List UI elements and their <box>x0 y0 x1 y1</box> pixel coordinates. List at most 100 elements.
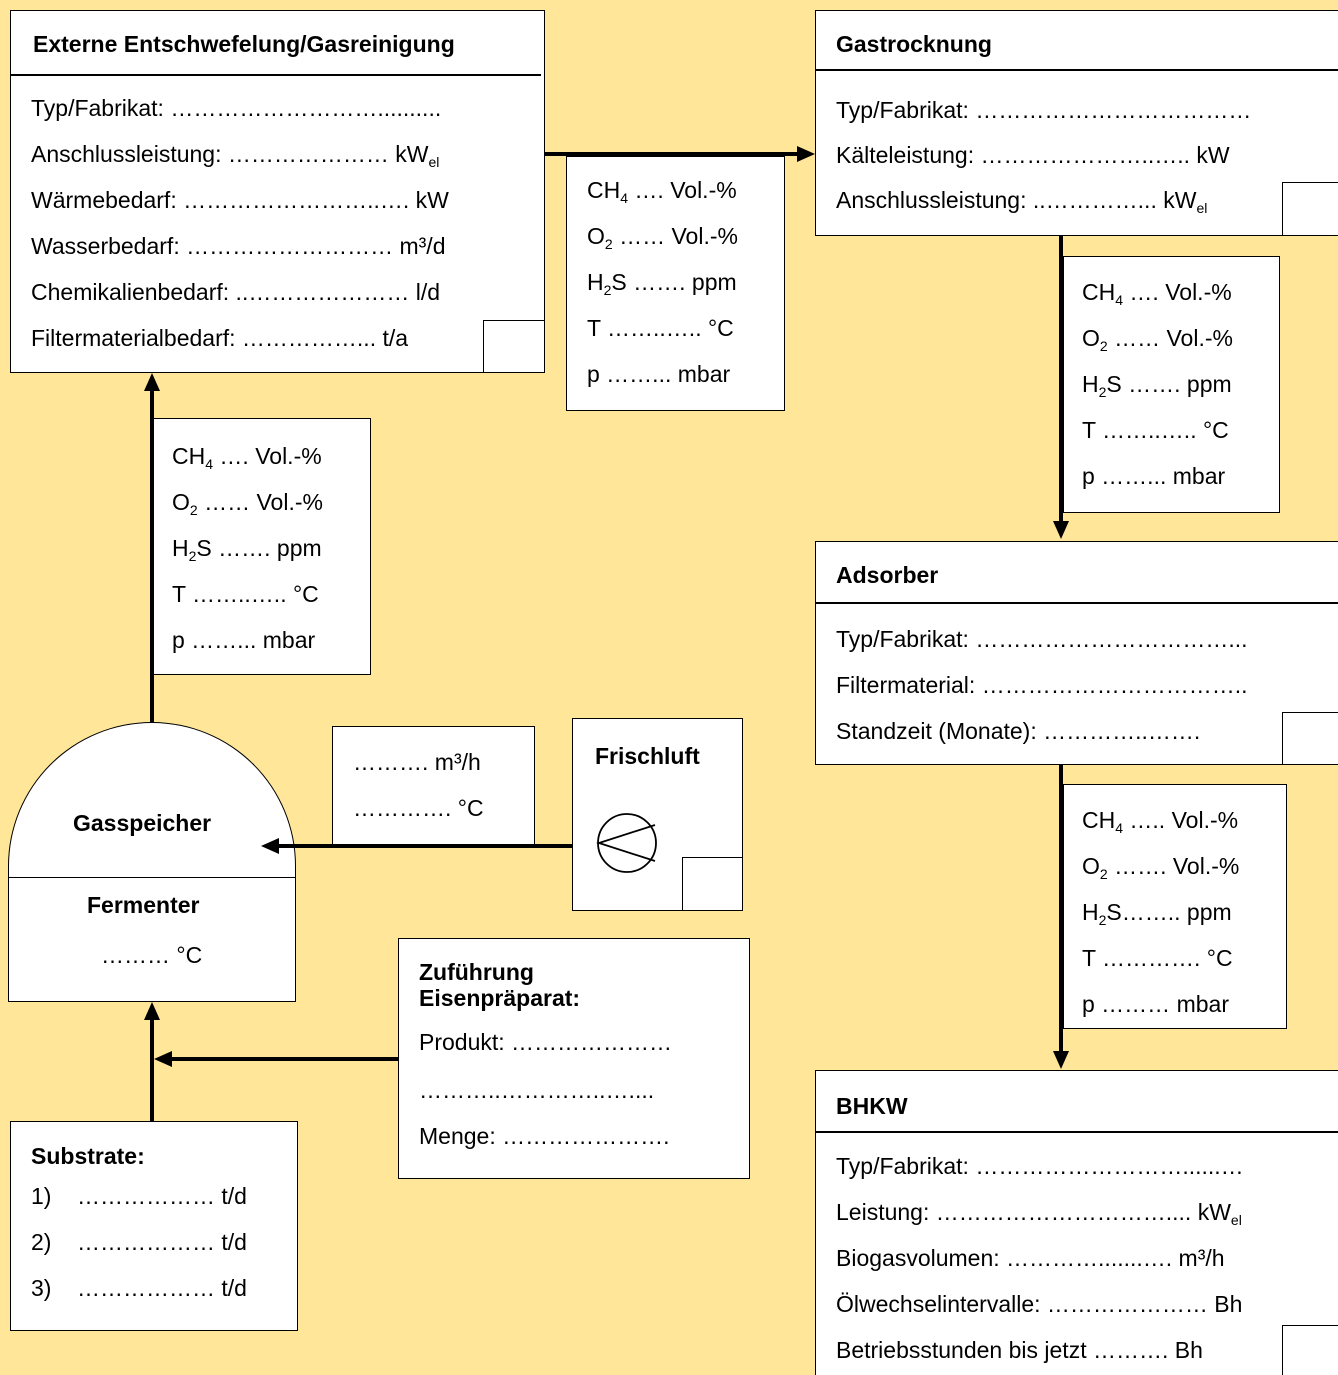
adsorber-title: Adsorber <box>836 562 939 588</box>
gastrocknung-anschluss: Anschlussleistung: ..…………... kWel <box>836 187 1207 216</box>
eisen-menge: Menge: …………………. <box>419 1123 670 1149</box>
bhkw-checkbox[interactable] <box>1282 1325 1338 1375</box>
ch4-b: …. Vol.-% <box>1123 279 1232 305</box>
divider <box>816 1131 1338 1133</box>
gas-r2-p: p ……… mbar <box>1082 991 1229 1017</box>
item-val: ……………… t/d <box>77 1183 247 1209</box>
ch4-b: …. Vol.-% <box>628 177 737 203</box>
gas-r2-ch4: CH4 ….. Vol.-% <box>1082 807 1239 836</box>
arrow-down-icon <box>1053 521 1069 539</box>
adsorber-filter: Filtermaterial: …………………………….. <box>836 672 1248 698</box>
eisen-title-2: Eisenpräparat: <box>419 985 581 1011</box>
gas-top-ch4: CH4 …. Vol.-% <box>587 177 737 206</box>
o2-sub: 2 <box>1099 866 1108 882</box>
arrow-to-adsorber-line <box>1059 236 1063 522</box>
gas-r1-h2s: H2S ……. ppm <box>1082 371 1232 400</box>
h2s-b: S ……. ppm <box>196 535 322 561</box>
ch4-a: CH <box>587 177 621 203</box>
divider <box>11 74 541 76</box>
ch4-a: CH <box>172 443 206 469</box>
gastrocknung-checkbox[interactable] <box>1282 182 1338 236</box>
bhkw-typ: Typ/Fabrikat: ………………………......… <box>836 1153 1244 1179</box>
o2-sub: 2 <box>604 236 613 252</box>
entschwefelung-title: Externe Entschwefelung/Gasreinigung <box>33 31 455 57</box>
arrow-up-icon <box>144 1002 160 1020</box>
leistung-text: Leistung: ………………………….... kW <box>836 1199 1231 1225</box>
gas-bottom-p: p ……... mbar <box>172 627 316 653</box>
gas-r1-t: T ……..….. °C <box>1082 417 1229 443</box>
gas-box-right-1: CH4 …. Vol.-% O2 …… Vol.-% H2S ……. ppm T… <box>1063 256 1280 513</box>
o2-b: …… Vol.-% <box>612 223 738 249</box>
entschwefelung-filter: Filtermaterialbedarf: ……………... t/a <box>31 325 409 351</box>
fermenter-temp: ……… °C <box>101 942 203 968</box>
substrate-item-3: 3)……………… t/d <box>31 1277 247 1300</box>
gasspeicher-dome: Gasspeicher <box>8 722 296 877</box>
entschwefelung-checkbox[interactable] <box>483 320 545 373</box>
h2s-b: S ……. ppm <box>611 269 737 295</box>
arrow-to-gastrocknung-line <box>545 152 798 156</box>
substrate-title: Substrate: <box>31 1143 145 1169</box>
gas-r1-o2: O2 …… Vol.-% <box>1082 325 1233 354</box>
arrow-right-icon <box>797 146 815 162</box>
ch4-b: ….. Vol.-% <box>1123 807 1239 833</box>
gastrocknung-kaelte: Kälteleistung: …………………..….. kW <box>836 142 1230 168</box>
gas-bottom-ch4: CH4 …. Vol.-% <box>172 443 322 472</box>
arrow-down-icon <box>1053 1051 1069 1069</box>
gas-r2-t: T …………. °C <box>1082 945 1233 971</box>
item-val: ……………… t/d <box>77 1229 247 1255</box>
substrate-item-2: 2)……………… t/d <box>31 1231 247 1254</box>
anschluss-subscript: el <box>428 154 440 170</box>
gas-r1-p: p ……... mbar <box>1082 463 1226 489</box>
gas-r1-ch4: CH4 …. Vol.-% <box>1082 279 1232 308</box>
arrow-to-fermenter-line <box>150 1018 154 1122</box>
substrate-box: Substrate: 1)……………… t/d 2)……………… t/d 3)…… <box>10 1121 298 1331</box>
ch4-b: …. Vol.-% <box>213 443 322 469</box>
gas-r2-h2s: H2S…….. ppm <box>1082 899 1232 928</box>
anschluss-text: Anschlussleistung: ………………… kW <box>31 141 429 167</box>
gas-bottom-h2s: H2S ……. ppm <box>172 535 322 564</box>
entschwefelung-typ: Typ/Fabrikat: ……………………….......... <box>31 95 442 121</box>
h2s-a: H <box>587 269 604 295</box>
o2-b: …… Vol.-% <box>1107 325 1233 351</box>
entschwefelung-waerme: Wärmebedarf: ……………………..…. kW <box>31 187 449 213</box>
eisen-box: Zuführung Eisenpräparat: Produkt: ………………… <box>398 938 750 1179</box>
entschwefelung-box: Externe Entschwefelung/Gasreinigung Typ/… <box>10 10 545 373</box>
fermenter-box: Fermenter ……… °C <box>8 877 296 1002</box>
arrow-eisen-line <box>170 1057 398 1061</box>
bhkw-oel: Ölwechselintervalle: ………………… Bh <box>836 1291 1243 1317</box>
eisen-produkt: Produkt: ………………… <box>419 1029 673 1055</box>
adsorber-standzeit: Standzeit (Monate): …………..……. <box>836 718 1201 744</box>
gas-top-h2s: H2S ……. ppm <box>587 269 737 298</box>
frischluft-checkbox[interactable] <box>682 857 743 911</box>
eisen-title-1: Zuführung <box>419 959 534 985</box>
frischluft-temp: …………. °C <box>353 795 484 821</box>
gas-r2-o2: O2 ……. Vol.-% <box>1082 853 1240 882</box>
h2s-b: S…….. ppm <box>1106 899 1232 925</box>
h2s-sub: 2 <box>1098 912 1107 928</box>
o2-b: ……. Vol.-% <box>1107 853 1240 879</box>
gas-top-o2: O2 …… Vol.-% <box>587 223 738 252</box>
fermenter-title: Fermenter <box>87 892 200 918</box>
gasspeicher-title: Gasspeicher <box>73 810 212 836</box>
ch4-sub: 4 <box>1115 820 1124 836</box>
adsorber-checkbox[interactable] <box>1282 712 1338 765</box>
h2s-sub: 2 <box>188 548 197 564</box>
anschluss-text: Anschlussleistung: ..…………... kW <box>836 187 1197 213</box>
frischluft-title: Frischluft <box>595 743 700 769</box>
o2-sub: 2 <box>189 502 198 518</box>
o2-a: O <box>172 489 190 515</box>
fan-icon <box>596 813 657 873</box>
entschwefelung-wasser: Wasserbedarf: ……………………… m³/d <box>31 233 446 259</box>
frischluft-flow: ………. m³/h <box>353 749 481 775</box>
gas-box-top: CH4 …. Vol.-% O2 …… Vol.-% H2S ……. ppm T… <box>566 156 785 411</box>
gas-bottom-t: T ……..….. °C <box>172 581 319 607</box>
arrow-frischluft-line <box>278 844 598 848</box>
adsorber-typ: Typ/Fabrikat: ……………………………... <box>836 626 1248 652</box>
gas-box-bottom: CH4 …. Vol.-% O2 …… Vol.-% H2S ……. ppm T… <box>153 418 371 675</box>
o2-a: O <box>587 223 605 249</box>
arrow-left-icon <box>261 838 279 854</box>
gastrocknung-title: Gastrocknung <box>836 31 992 57</box>
o2-a: O <box>1082 325 1100 351</box>
h2s-a: H <box>1082 371 1099 397</box>
